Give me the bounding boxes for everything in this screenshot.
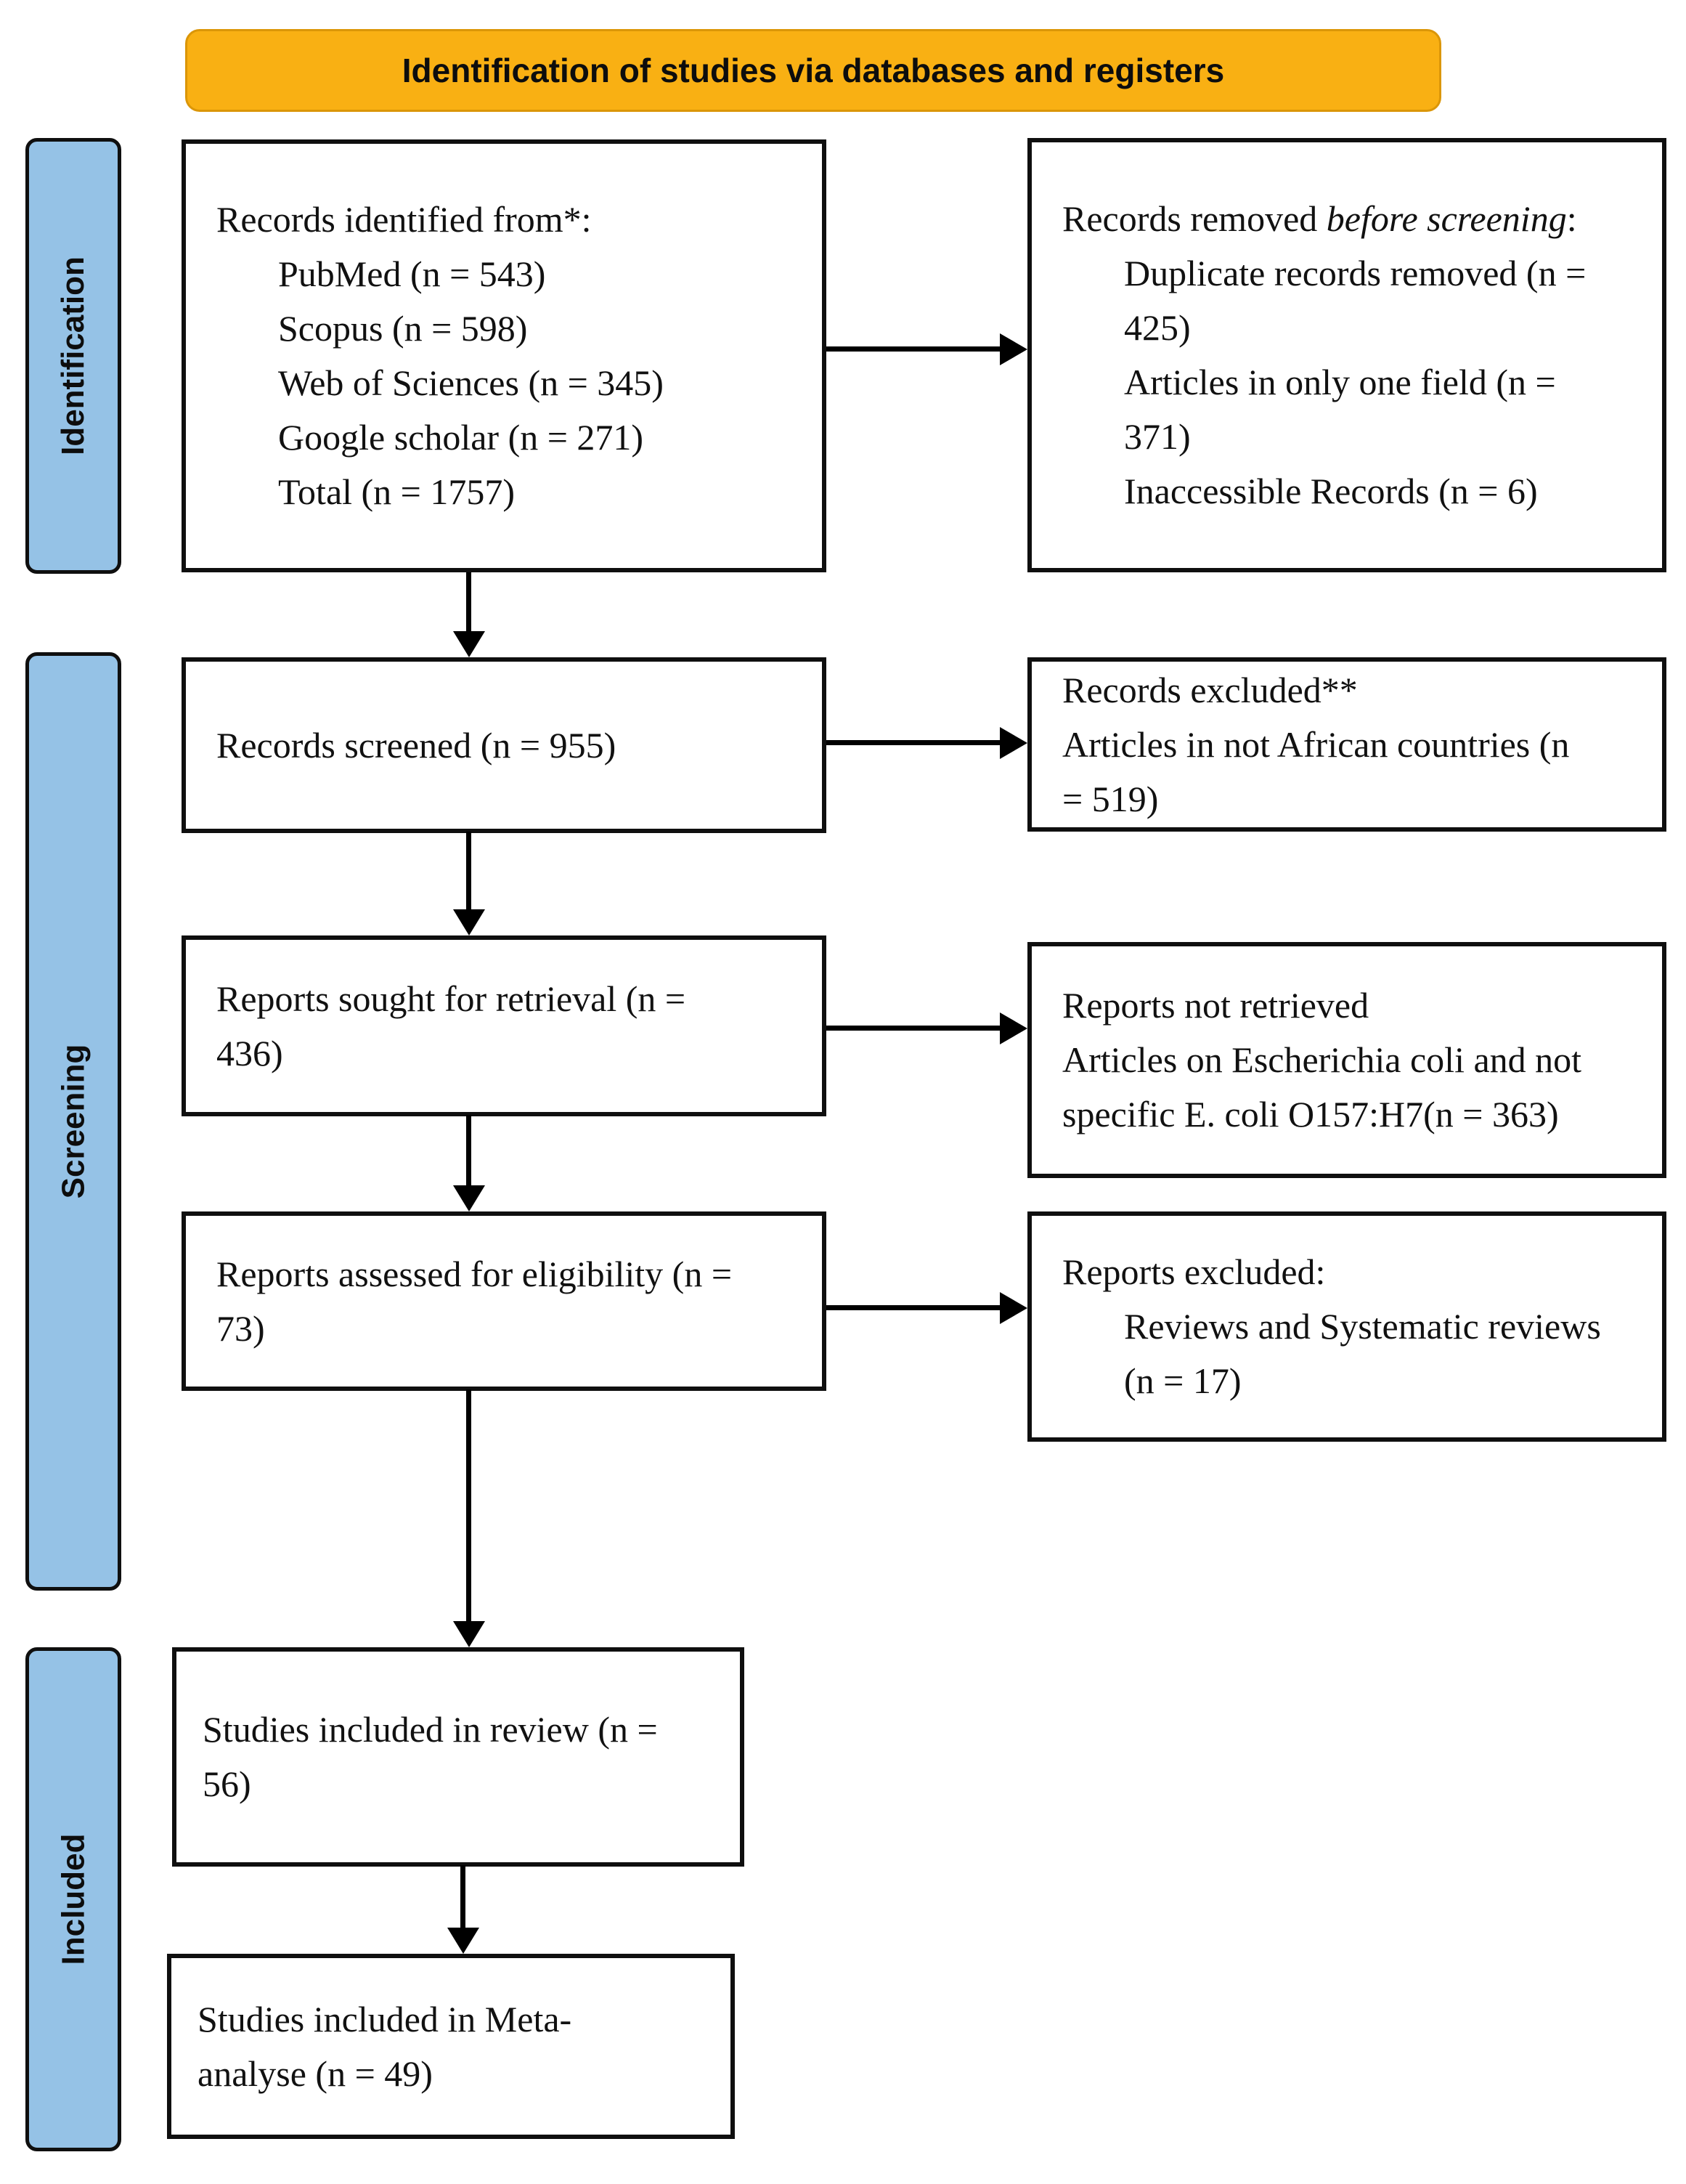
box-records-screened: Records screened (n = 955) [182, 657, 826, 833]
box-studies-included-review-text: Studies included in review (n = 56) [203, 1709, 658, 1804]
box-records-removed: Records removed before screening: Duplic… [1027, 138, 1666, 572]
box-records-removed-title: Records removed before screening: [1062, 192, 1629, 246]
box-records-identified-item: Total (n = 1757) [278, 471, 516, 512]
box-records-identified-title: Records identified from*: [216, 199, 592, 240]
box-records-removed-item: Inaccessible Records (n = 6) [1124, 471, 1538, 511]
header-title: Identification of studies via databases … [402, 52, 1225, 89]
box-studies-included-review: Studies included in review (n = 56) [172, 1647, 744, 1867]
arrow-review-to-meta [460, 1865, 465, 1928]
sidebar-stage-included: Included [25, 1647, 121, 2151]
box-records-removed-item: Articles in only one field (n = 371) [1124, 362, 1556, 457]
box-records-identified-item: Google scholar (n = 271) [278, 417, 644, 458]
box-records-screened-text: Records screened (n = 955) [216, 724, 616, 766]
arrow-sought-to-not-retrieved [826, 1026, 1000, 1031]
box-records-identified: Records identified from*: PubMed (n = 54… [182, 139, 826, 572]
box-records-removed-item: Duplicate records removed (n = 425) [1124, 253, 1587, 348]
stage-label-identification: Identification [55, 256, 91, 455]
box-records-removed-title-italic: before screening [1326, 198, 1567, 239]
box-records-excluded: Records excluded** Articles in not Afric… [1027, 657, 1666, 832]
box-records-removed-title-prefix: Records removed [1062, 198, 1327, 239]
box-reports-excluded: Reports excluded: Reviews and Systematic… [1027, 1211, 1666, 1442]
arrow-screened-to-sought [466, 832, 471, 910]
arrow-screened-to-excluded [826, 740, 1000, 745]
arrow-sought-to-assessed [466, 1115, 471, 1186]
box-reports-not-retrieved-line1: Reports not retrieved [1062, 985, 1369, 1026]
arrow-assessed-to-included-review [466, 1389, 471, 1622]
stage-label-screening: Screening [55, 1044, 91, 1199]
box-records-identified-item: Web of Sciences (n = 345) [278, 362, 664, 403]
arrow-identified-to-removed [826, 346, 1000, 352]
box-reports-excluded-item: Reviews and Systematic reviews (n = 17) [1124, 1306, 1601, 1401]
box-records-excluded-line2: Articles in not African countries (n = 5… [1062, 723, 1570, 819]
box-studies-included-meta: Studies included in Meta-analyse (n = 49… [167, 1954, 735, 2139]
box-reports-assessed: Reports assessed for eligibility (n = 73… [182, 1211, 826, 1391]
box-reports-assessed-text: Reports assessed for eligibility (n = 73… [216, 1253, 733, 1349]
box-records-identified-item: Scopus (n = 598) [278, 308, 528, 349]
box-reports-sought-text: Reports sought for retrieval (n = 436) [216, 978, 686, 1073]
box-studies-included-meta-text: Studies included in Meta-analyse (n = 49… [197, 1998, 572, 2094]
header-banner: Identification of studies via databases … [185, 29, 1441, 112]
box-reports-excluded-title: Reports excluded: [1062, 1251, 1326, 1292]
sidebar-stage-screening: Screening [25, 652, 121, 1591]
arrow-identified-to-screened [466, 572, 471, 632]
arrow-assessed-to-reports-excluded [826, 1305, 1000, 1310]
box-records-excluded-line1: Records excluded** [1062, 669, 1358, 710]
stage-label-included: Included [55, 1833, 91, 1965]
box-reports-not-retrieved-line2: Articles on Escherichia coli and not spe… [1062, 1039, 1582, 1134]
sidebar-stage-identification: Identification [25, 138, 121, 574]
box-reports-sought: Reports sought for retrieval (n = 436) [182, 935, 826, 1116]
box-records-identified-item: PubMed (n = 543) [278, 253, 546, 294]
box-records-removed-title-suffix: : [1566, 198, 1577, 239]
box-reports-not-retrieved: Reports not retrieved Articles on Escher… [1027, 942, 1666, 1178]
